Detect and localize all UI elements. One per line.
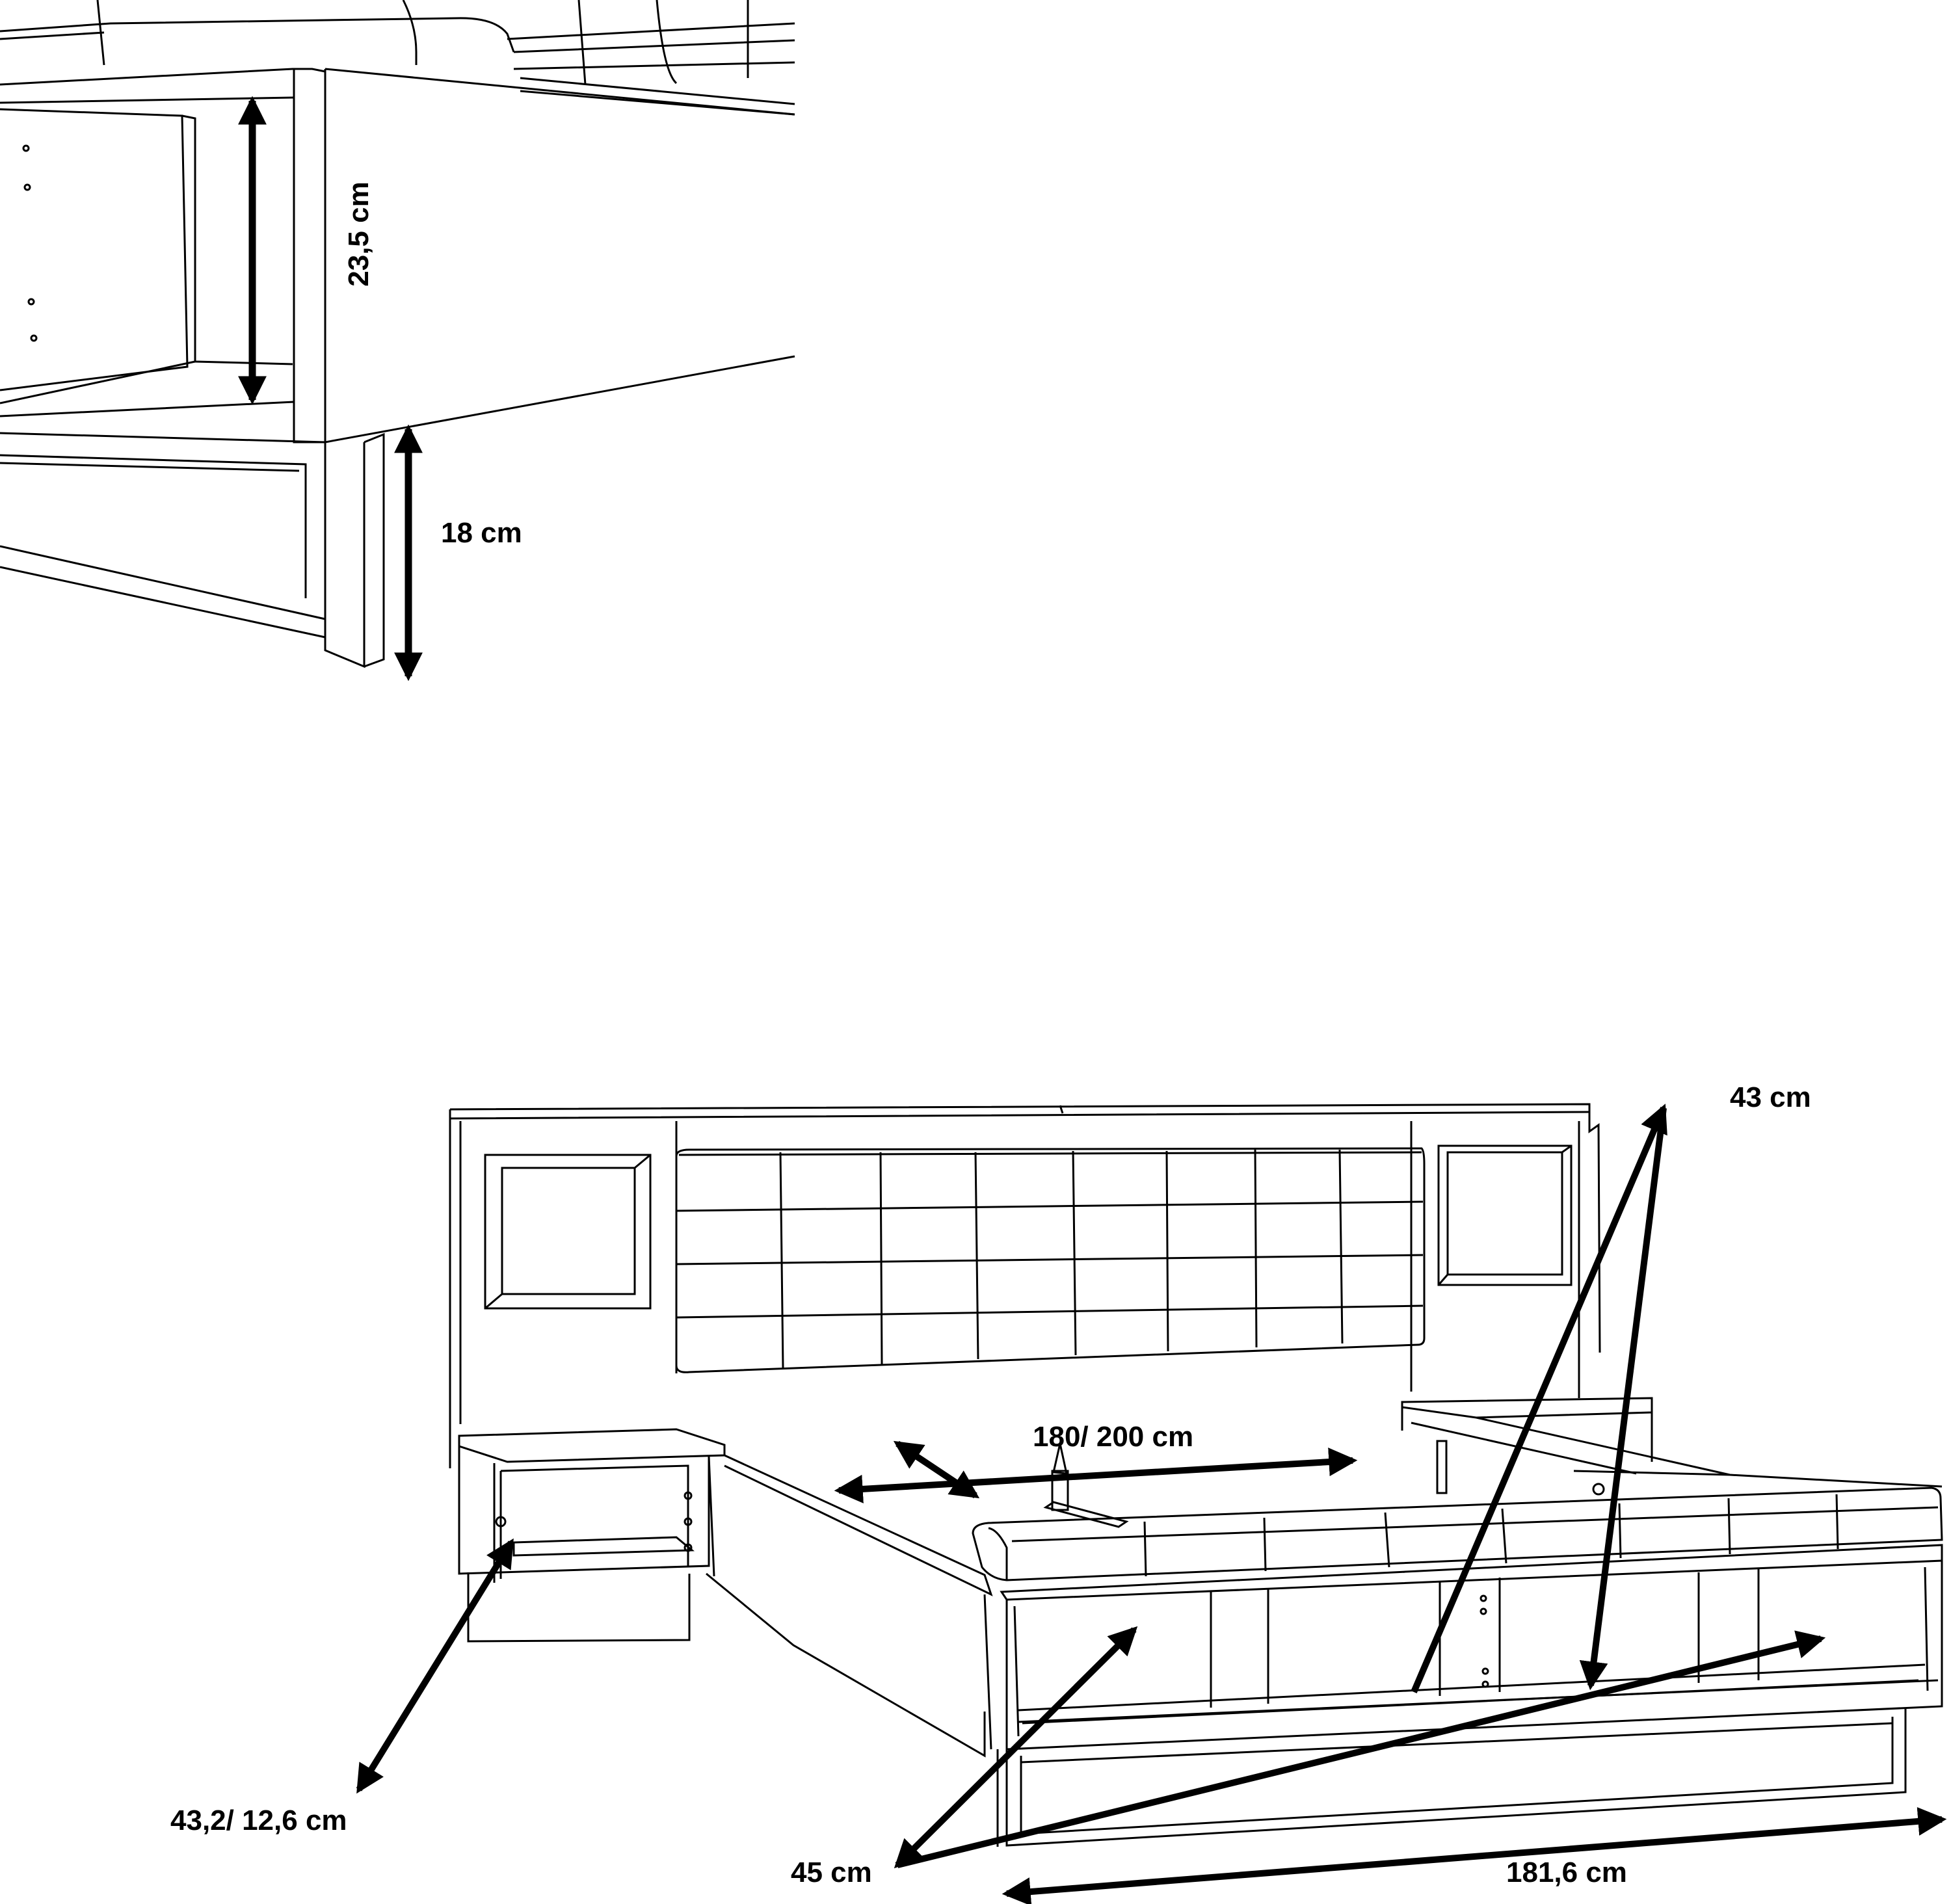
left-window	[484, 1154, 652, 1310]
frame-height-arrow-b	[896, 1630, 1826, 1868]
frame-height-arrow-a	[894, 1626, 1138, 1869]
headboard-panel	[449, 1103, 1601, 1353]
right-rail	[1476, 1416, 1943, 1488]
mattress-depth-arrow	[893, 1440, 980, 1499]
nightstand-depth-arrow	[356, 1538, 514, 1794]
bed-dimension-arrows	[356, 1104, 1947, 1904]
left-rail	[724, 1454, 993, 1596]
leg-height-label: 18 cm	[441, 517, 522, 549]
tufted-headboard	[675, 1147, 1426, 1373]
mattress-width-arrow	[834, 1448, 1358, 1503]
nightstand-height-arrow-b	[1579, 1107, 1667, 1691]
left-nightstand	[458, 1428, 726, 1463]
frame-height-label: 45 cm	[791, 1857, 872, 1888]
right-nightstand	[1401, 1397, 1653, 1419]
footboard-cushion	[972, 1487, 1943, 1581]
nightstand-height-arrow-a	[1411, 1104, 1667, 1693]
frame-width-arrow	[1002, 1806, 1947, 1904]
nightstand-depth-label: 43,2/ 12,6 cm	[170, 1805, 347, 1836]
shelf-height-label: 23,5 cm	[343, 181, 375, 287]
detail-view	[0, 0, 795, 668]
mattress-size-label: 180/ 200 cm	[1033, 1421, 1194, 1453]
frame-width-label: 181,6 cm	[1506, 1857, 1627, 1888]
nightstand-height-label: 43 cm	[1730, 1081, 1811, 1113]
right-window	[1437, 1144, 1573, 1286]
bed-view	[449, 1103, 1943, 1847]
